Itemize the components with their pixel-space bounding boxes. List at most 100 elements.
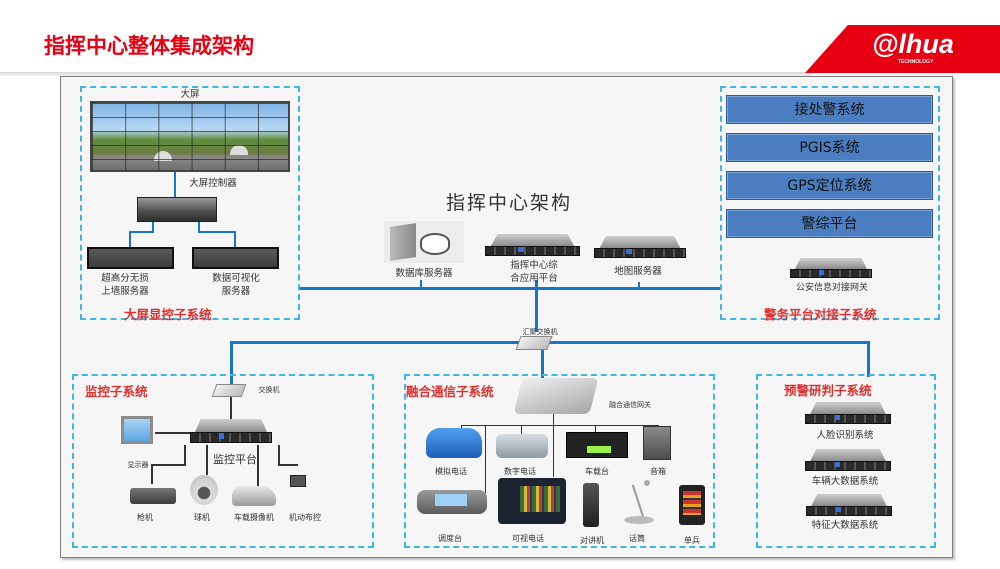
- link-bullet-cam-v2: [151, 464, 153, 484]
- comm-bus-line: [461, 425, 659, 426]
- link-controller-right-h: [198, 231, 235, 233]
- big-screen-subsystem: [80, 86, 300, 320]
- comm-gateway-icon: [513, 378, 599, 414]
- backbone-top-line: [299, 287, 720, 290]
- comm-label-speaker: 音箱: [650, 467, 666, 476]
- visual-server-label-1: 数据可视化: [212, 273, 260, 284]
- access-switch-icon: [211, 384, 247, 397]
- link-controller-left-v1: [152, 222, 154, 232]
- link-controller-right-v1: [198, 222, 200, 232]
- map-server-icon: [594, 236, 686, 258]
- gateway-server-icon: [790, 258, 872, 278]
- mobile-control-icon: [290, 475, 306, 487]
- communication-subsystem-title: 融合通信子系统: [406, 384, 494, 399]
- screen-controller-icon: [137, 197, 217, 222]
- logo-subtitle: TECHNOLOGY: [898, 59, 934, 65]
- link-map-server: [638, 282, 640, 288]
- link-bullet-cam-h: [151, 464, 186, 466]
- app-platform-label-2: 合应用平台: [510, 273, 558, 284]
- link-bullet-cam-v1: [184, 445, 186, 465]
- core-switch-label: 汇聚交换机: [522, 328, 558, 336]
- feature-bigdata-label: 特征大数据系统: [811, 520, 879, 531]
- link-controller-right-v2: [234, 231, 236, 247]
- link-wall-controller: [174, 172, 176, 197]
- title-divider: [0, 72, 812, 76]
- database-server-icon: [384, 221, 464, 263]
- link-communication: [541, 344, 544, 384]
- comm-label-walkie: 对讲机: [580, 536, 604, 545]
- walkie-talkie-icon: [583, 483, 599, 527]
- link-controller-left-h: [129, 231, 154, 233]
- link-db-server: [420, 280, 422, 288]
- comm-label-handheld: 单兵: [684, 536, 700, 545]
- link-vehicle-cam: [257, 445, 259, 487]
- monitoring-subsystem: [72, 374, 374, 548]
- early-warning-subsystem: [756, 374, 936, 548]
- handheld-terminal-icon: [679, 485, 705, 525]
- device-label-dome: 球机: [194, 513, 210, 522]
- vehicle-bigdata-label: 车辆大数据系统: [811, 476, 879, 487]
- comm-label-digital: 数字电话: [504, 467, 536, 476]
- vehicle-bigdata-server-icon: [805, 449, 891, 471]
- architecture-title: 指挥中心架构: [446, 192, 573, 214]
- video-phone-icon: [498, 478, 566, 524]
- wall-server-label-1: 超高分无损: [101, 273, 149, 284]
- wall-server-label-2: 上墙服务器: [101, 286, 149, 297]
- link-dome-cam: [206, 445, 208, 475]
- link-controller-left-v2: [129, 231, 131, 247]
- vehicle-radio-icon: [566, 432, 628, 458]
- vehicle-camera-icon: [232, 486, 276, 506]
- monitoring-platform-label: 监控平台: [213, 453, 257, 466]
- comm-gateway-label: 融合通信网关: [609, 401, 651, 409]
- app-platform-server-icon: [485, 234, 580, 256]
- link-app-platform: [535, 280, 538, 332]
- device-label-bullet: 枪机: [137, 513, 153, 522]
- analog-phone-icon: [426, 428, 482, 458]
- visual-server-label-2: 服务器: [221, 286, 251, 297]
- link-video-phone: [553, 425, 554, 477]
- face-recognition-server-icon: [805, 402, 891, 424]
- police-platform-subsystem-title: 警务平台对接子系统: [764, 307, 877, 322]
- monitoring-subsystem-title: 监控子系统: [85, 384, 148, 399]
- core-switch-icon: [515, 336, 553, 350]
- police-platform-box: 警综平台: [726, 209, 933, 238]
- link-dispatch: [485, 425, 486, 493]
- big-screen-label: 大屏: [180, 89, 200, 100]
- comm-label-video-phone: 可视电话: [512, 534, 544, 543]
- link-monitoring: [230, 341, 233, 386]
- pgis-system-box: PGIS系统: [726, 133, 933, 162]
- dahua-logo: @lhua: [872, 29, 954, 59]
- feature-bigdata-server-icon: [806, 494, 892, 516]
- link-digital-phone: [521, 425, 522, 435]
- dome-camera-icon: [190, 475, 218, 505]
- page-title: 指挥中心整体集成架构: [44, 34, 254, 58]
- early-warning-subsystem-title: 预警研判子系统: [784, 383, 872, 398]
- monitor-label: 显示器: [127, 461, 149, 469]
- controller-label: 大屏控制器: [189, 178, 237, 189]
- video-wall-icon: [90, 101, 290, 172]
- comm-label-radio: 车载台: [585, 467, 609, 476]
- link-mobile-control-v1: [278, 445, 280, 465]
- access-switch-label: 交换机: [258, 386, 280, 394]
- big-screen-subsystem-title: 大屏显控子系统: [124, 307, 212, 322]
- map-server-label: 地图服务器: [614, 266, 662, 277]
- comm-bus-drop: [553, 414, 554, 426]
- gateway-label: 公安信息对接网关: [795, 283, 868, 293]
- link-early-warning: [867, 341, 870, 377]
- speaker-icon: [643, 426, 671, 460]
- device-label-vehicle: 车载摄像机: [234, 513, 274, 522]
- digital-phone-icon: [496, 434, 548, 458]
- db-server-label: 数据库服务器: [395, 268, 453, 279]
- wall-server-icon: [87, 247, 174, 269]
- link-switch-platform: [230, 397, 232, 419]
- app-platform-label-1: 指挥中心综: [510, 260, 558, 271]
- comm-label-analog: 模拟电话: [435, 467, 467, 476]
- dispatch-console-icon: [417, 490, 487, 514]
- gps-system-box: GPS定位系统: [726, 171, 933, 200]
- comm-label-mic: 话筒: [629, 534, 645, 543]
- face-recognition-label: 人脸识别系统: [816, 430, 874, 441]
- visual-server-icon: [192, 247, 279, 269]
- alarm-system-box: 接处警系统: [726, 95, 933, 124]
- link-monitor: [155, 432, 190, 434]
- link-radio: [595, 425, 596, 433]
